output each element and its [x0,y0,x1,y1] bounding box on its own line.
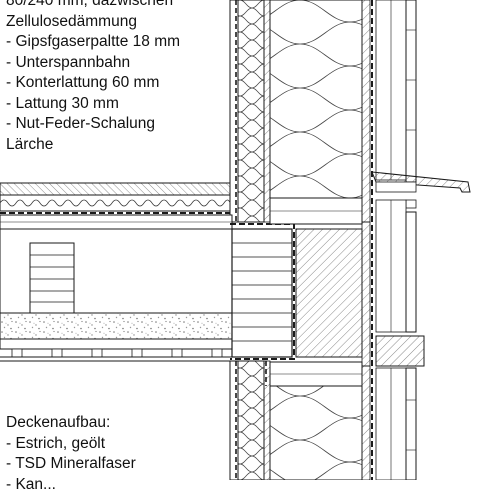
wall-buildup-note: 80/240 mm, dazwischen Zellulosedämmung -… [6,0,180,155]
floor-buildup [0,183,232,361]
wall-note-line: Zellulosedämmung [6,12,180,33]
facade-profile [372,172,470,480]
wall-note-line: - Nut-Feder-Schalung [6,114,180,135]
wall-note-line: - Konterlattung 60 mm [6,73,180,94]
floor-note-heading: Deckenaufbau: [6,413,136,434]
wall-note-line: 80/240 mm, dazwischen [6,0,180,12]
wall-note-line: - Unterspannbahn [6,53,180,74]
floor-buildup-note: Deckenaufbau: - Estrich, geölt - TSD Min… [6,413,136,495]
floor-note-line: - Kan... [6,475,136,495]
wall-note-line: - Gipsfgaserpaltte 18 mm [6,32,180,53]
wall-note-line: Lärche [6,135,180,156]
floor-note-line: - Estrich, geölt [6,434,136,455]
wall-note-line: - Lattung 30 mm [6,94,180,115]
rim-beam [230,198,370,386]
floor-note-line: - TSD Mineralfaser [6,454,136,475]
